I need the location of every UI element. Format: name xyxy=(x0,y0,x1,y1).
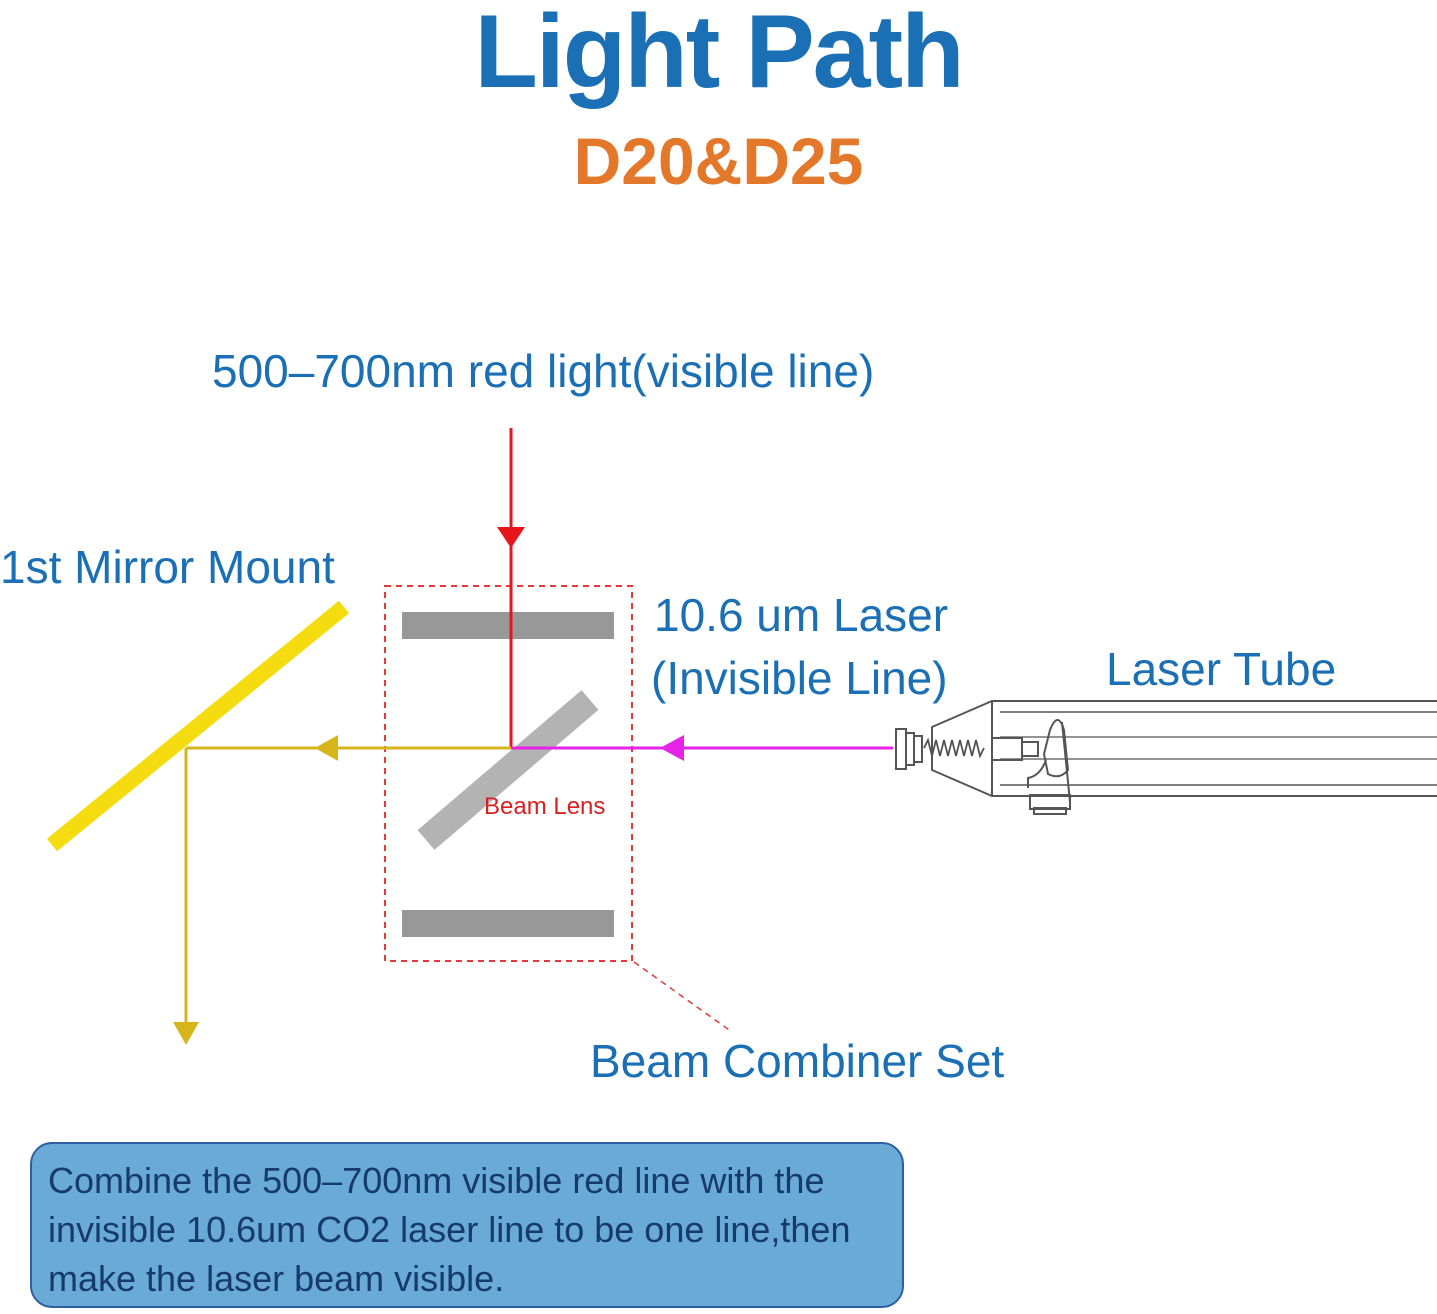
mirror-mount-label: 1st Mirror Mount xyxy=(0,541,335,593)
laser-label-line1: 10.6 um Laser xyxy=(654,589,949,641)
first-mirror xyxy=(46,600,350,852)
laser-tube xyxy=(895,700,1437,815)
bottom-glass-plate xyxy=(402,910,614,937)
combined-beam-arrow xyxy=(315,735,338,761)
invisible-beam-arrow xyxy=(660,735,684,761)
beam-lens xyxy=(417,690,599,850)
diagram-subtitle: D20&D25 xyxy=(573,124,864,198)
beam-lens-label: Beam Lens xyxy=(484,793,606,820)
combined-beam-down-arrow xyxy=(173,1022,199,1045)
combiner-box xyxy=(384,585,633,962)
laser-tube-label: Laser Tube xyxy=(1106,643,1337,695)
red-beam-arrow xyxy=(497,527,525,548)
top-glass-plate xyxy=(402,612,614,639)
description-note: Combine the 500–700nm visible red line w… xyxy=(30,1142,904,1308)
combiner-label: Beam Combiner Set xyxy=(590,1035,1005,1087)
red-light-label: 500–700nm red light(visible line) xyxy=(212,345,875,397)
diagram-title: Light Path xyxy=(474,0,964,110)
laser-label-line2: (Invisible Line) xyxy=(651,652,948,704)
combiner-leader-line xyxy=(633,961,733,1033)
